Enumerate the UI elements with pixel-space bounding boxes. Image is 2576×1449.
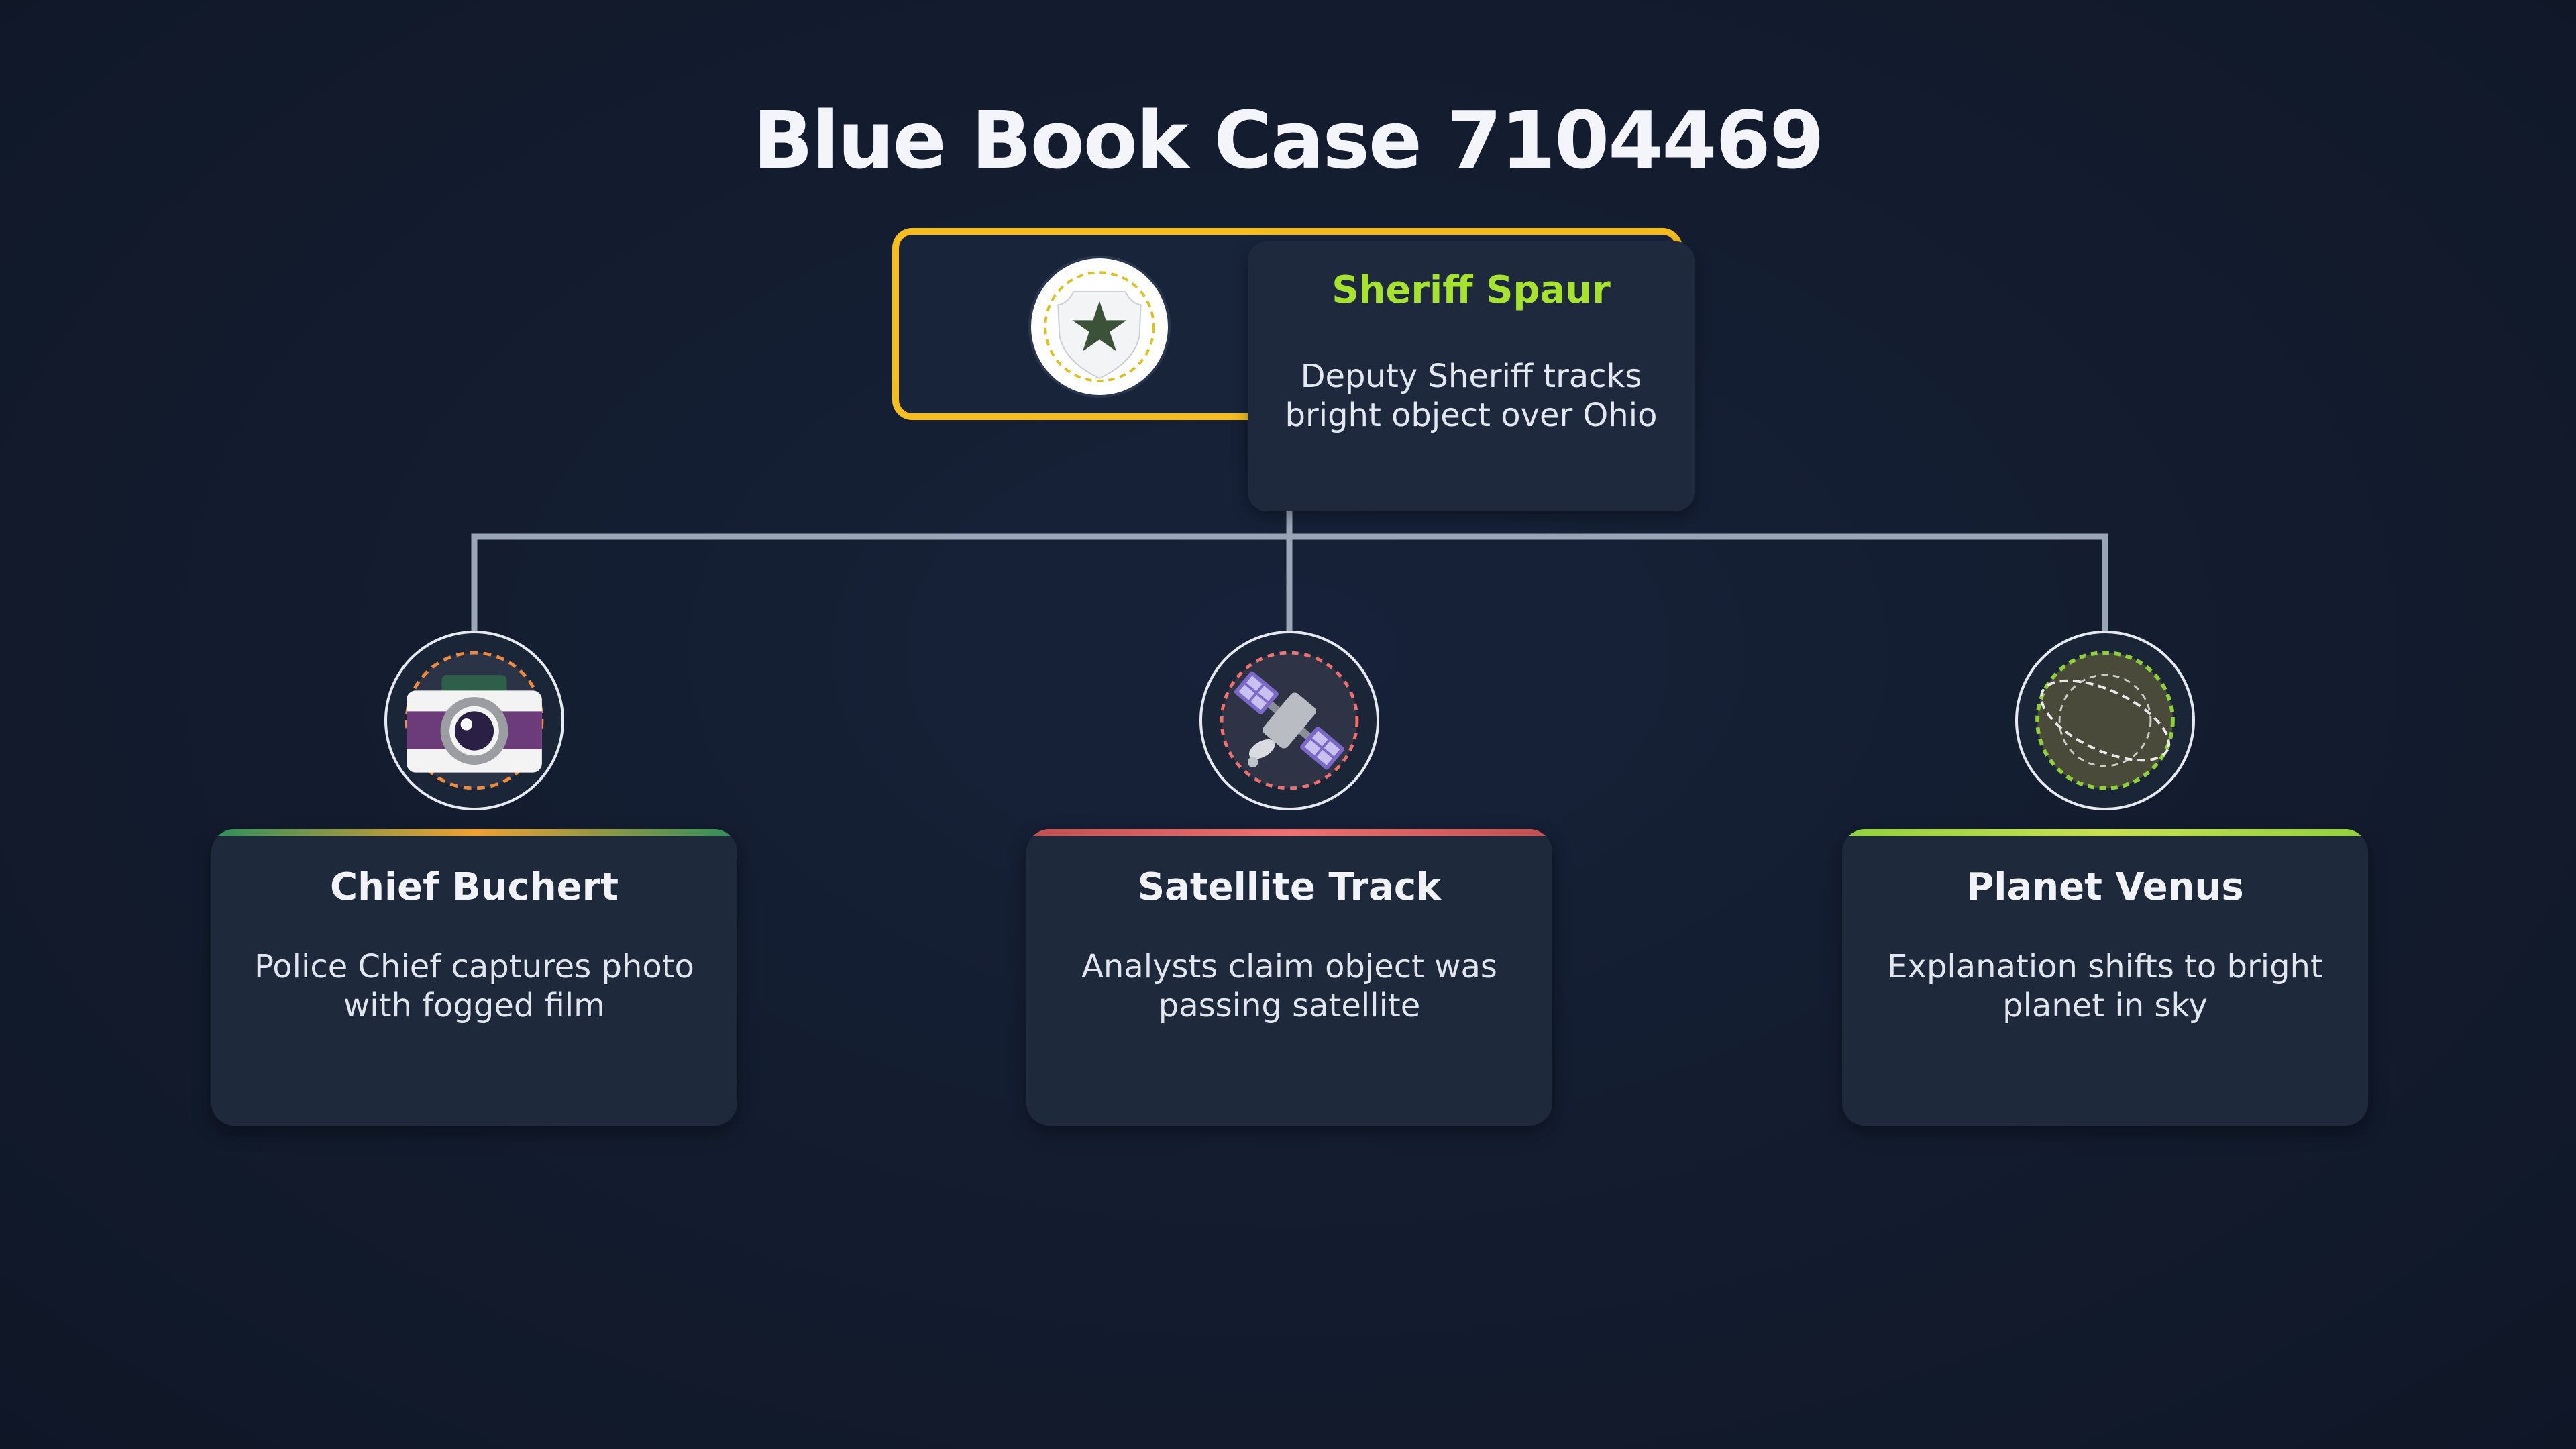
- camera-icon: [384, 631, 564, 810]
- root-node-description: Deputy Sheriff tracks bright object over…: [1285, 358, 1658, 434]
- child-node-3-description: Explanation shifts to bright planet in s…: [1887, 948, 2323, 1024]
- child-node-1-accent: [211, 829, 737, 836]
- child-node-2-description: Analysts claim object was passing satell…: [1081, 948, 1497, 1024]
- child-node-1-name: Chief Buchert: [330, 865, 619, 909]
- child-node-3[interactable]: Planet Venus Explanation shifts to brigh…: [1842, 829, 2368, 1126]
- satellite-icon: [1199, 631, 1379, 810]
- badge-icon: [1028, 256, 1171, 398]
- child-node-2-name: Satellite Track: [1137, 865, 1442, 909]
- root-node-name: Sheriff Spaur: [1332, 268, 1611, 312]
- root-node-panel: [1248, 241, 1695, 511]
- child-node-1[interactable]: Chief Buchert Police Chief captures phot…: [211, 829, 737, 1126]
- child-node-3-name: Planet Venus: [1966, 865, 2244, 909]
- child-node-1-description: Police Chief captures photo with fogged …: [254, 948, 694, 1024]
- child-node-2-accent: [1026, 829, 1552, 836]
- child-node-3-accent: [1842, 829, 2368, 836]
- planet-icon: [2015, 631, 2195, 810]
- child-node-2[interactable]: Satellite Track Analysts claim object wa…: [1026, 829, 1552, 1126]
- page-title: Blue Book Case 7104469: [753, 94, 1824, 186]
